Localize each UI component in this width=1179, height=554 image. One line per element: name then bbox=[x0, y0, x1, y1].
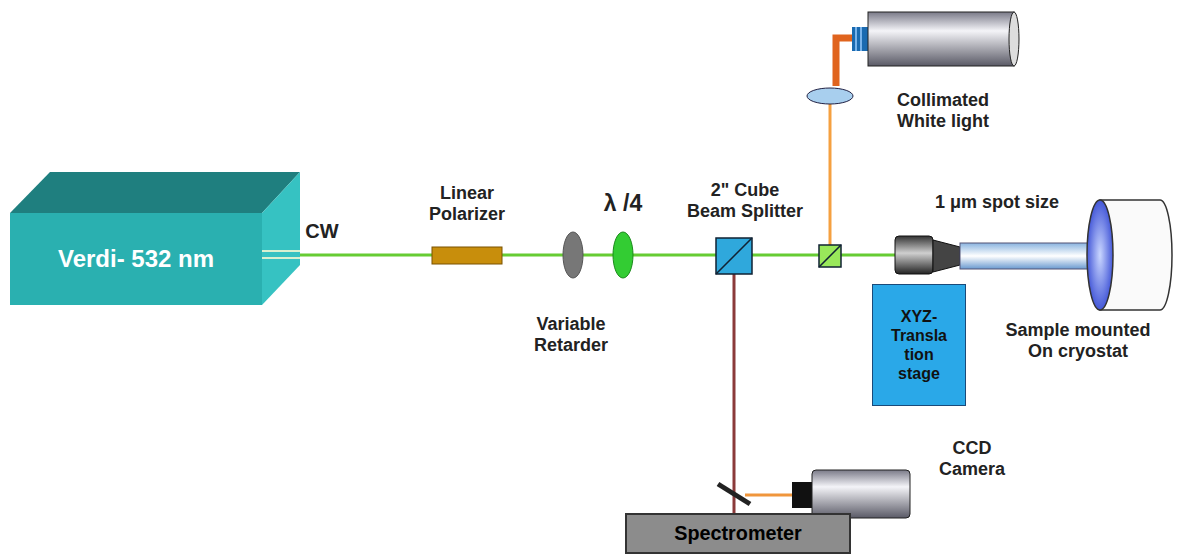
laser-output bbox=[262, 250, 300, 252]
ccd-camera bbox=[812, 470, 910, 518]
label-box: Sample mounted On cryostat bbox=[980, 320, 1176, 361]
camera-beam bbox=[745, 494, 792, 497]
flip-mirror bbox=[718, 484, 750, 504]
label-box: CW bbox=[292, 220, 352, 243]
translation-stage-box: XYZ- Transla tion stage bbox=[872, 284, 966, 406]
label-box: CCD Camera bbox=[922, 438, 1022, 479]
laser-beam bbox=[300, 254, 895, 257]
splitter-diagonal bbox=[716, 238, 752, 274]
node-text: Verdi- 532 nm bbox=[58, 245, 214, 274]
collimating-lens bbox=[807, 88, 853, 104]
camera-lens bbox=[792, 482, 812, 508]
laser-top bbox=[10, 172, 300, 213]
variable-retarder bbox=[563, 232, 583, 278]
laser-front bbox=[10, 213, 262, 305]
node-text: Spectrometer bbox=[674, 522, 802, 546]
label-box: Variable Retarder bbox=[515, 314, 627, 355]
signal-beam bbox=[733, 256, 736, 514]
component-label: Variable Retarder bbox=[519, 314, 624, 355]
label-box: λ /4 bbox=[590, 190, 656, 216]
white-light-source bbox=[868, 12, 1014, 66]
sample-face bbox=[1087, 200, 1113, 310]
component-label: Sample mounted On cryostat bbox=[998, 320, 1158, 361]
objective bbox=[895, 236, 933, 274]
label-box: Collimated White light bbox=[868, 90, 1018, 131]
laser-output bbox=[262, 257, 300, 259]
polarizer bbox=[432, 247, 502, 264]
white-light-beam bbox=[829, 104, 832, 246]
lamp-connector bbox=[852, 27, 868, 51]
label-box: 2" Cube Beam Splitter bbox=[680, 180, 810, 221]
spot-size-label: 1 μm spot size bbox=[912, 192, 1082, 213]
beam-label: CW bbox=[292, 220, 352, 243]
component-label: Linear Polarizer bbox=[417, 183, 517, 224]
laser-side bbox=[262, 172, 300, 305]
label-box: Linear Polarizer bbox=[412, 183, 522, 224]
objective-tip bbox=[933, 240, 960, 272]
spectrometer-box: Spectrometer bbox=[625, 513, 851, 554]
laser-box: Verdi- 532 nm bbox=[10, 213, 262, 305]
label-box: 1 μm spot size bbox=[912, 192, 1082, 213]
focus-beam bbox=[960, 243, 1095, 269]
cube-beam-splitter bbox=[716, 238, 752, 274]
component-label: 2" Cube Beam Splitter bbox=[684, 180, 806, 221]
small-beam-splitter bbox=[819, 245, 841, 267]
component-label: λ /4 bbox=[590, 190, 656, 216]
node-text: XYZ- Transla tion stage bbox=[882, 307, 956, 384]
component-label: CCD Camera bbox=[937, 438, 1007, 479]
component-label: Collimated White light bbox=[881, 90, 1006, 131]
quarter-wave-plate bbox=[613, 232, 633, 278]
